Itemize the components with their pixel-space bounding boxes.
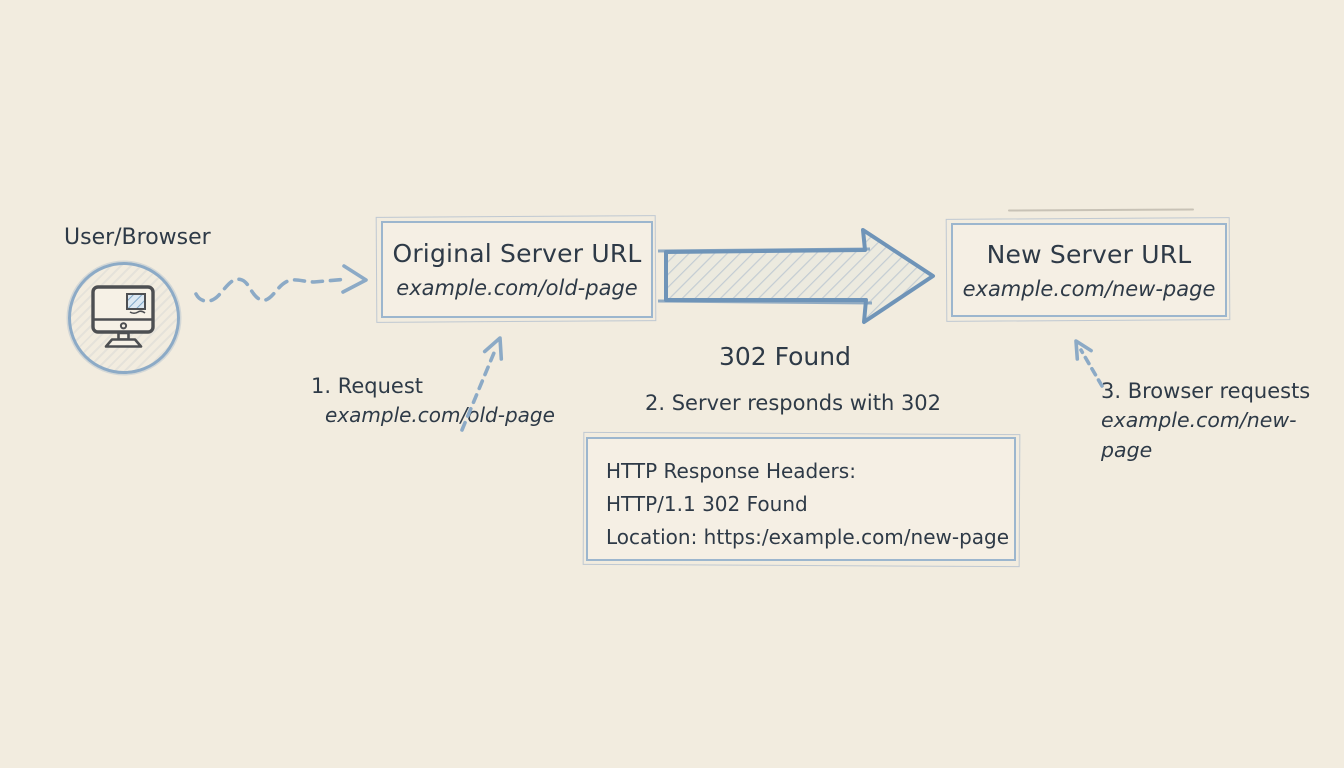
desktop-computer-icon xyxy=(87,281,161,355)
sketch-stray-line xyxy=(1007,208,1195,212)
block-arrow-right-icon xyxy=(658,220,943,332)
step3-label-line1: 3. Browser requests xyxy=(1101,379,1311,403)
wavy-dashed-arrow-icon xyxy=(188,258,388,320)
new-server-box: New Server URL example.com/new-page xyxy=(951,223,1227,317)
response-location-line: Location: https:/example.com/new-page xyxy=(606,525,1010,549)
original-server-title: Original Server URL xyxy=(392,239,642,268)
step1-label: 1. Request example.com/old-page xyxy=(311,371,555,430)
step1-label-line1: 1. Request xyxy=(311,374,424,398)
original-server-url: example.com/old-page xyxy=(396,276,638,300)
step1-label-url: example.com/old-page xyxy=(325,403,555,428)
user-browser-label: User/Browser xyxy=(64,225,211,250)
response-headers-box: HTTP Response Headers: HTTP/1.1 302 Foun… xyxy=(586,437,1016,561)
user-browser-avatar xyxy=(68,262,180,374)
original-server-box: Original Server URL example.com/old-page xyxy=(381,221,653,318)
step3-label: 3. Browser requests example.com/new-page xyxy=(1101,376,1344,466)
status-302-label: 302 Found xyxy=(718,342,851,371)
response-status-line: HTTP/1.1 302 Found xyxy=(606,492,808,516)
new-server-url: example.com/new-page xyxy=(962,276,1216,301)
step3-label-url: example.com/new-page xyxy=(1101,408,1297,463)
new-server-title: New Server URL xyxy=(986,239,1192,269)
dashed-arrow-up-left-icon xyxy=(1062,330,1116,392)
response-headers-title: HTTP Response Headers: xyxy=(606,459,856,483)
dashed-arrow-up-right-icon xyxy=(448,324,520,440)
step2-label: 2. Server responds with 302 xyxy=(645,391,942,415)
